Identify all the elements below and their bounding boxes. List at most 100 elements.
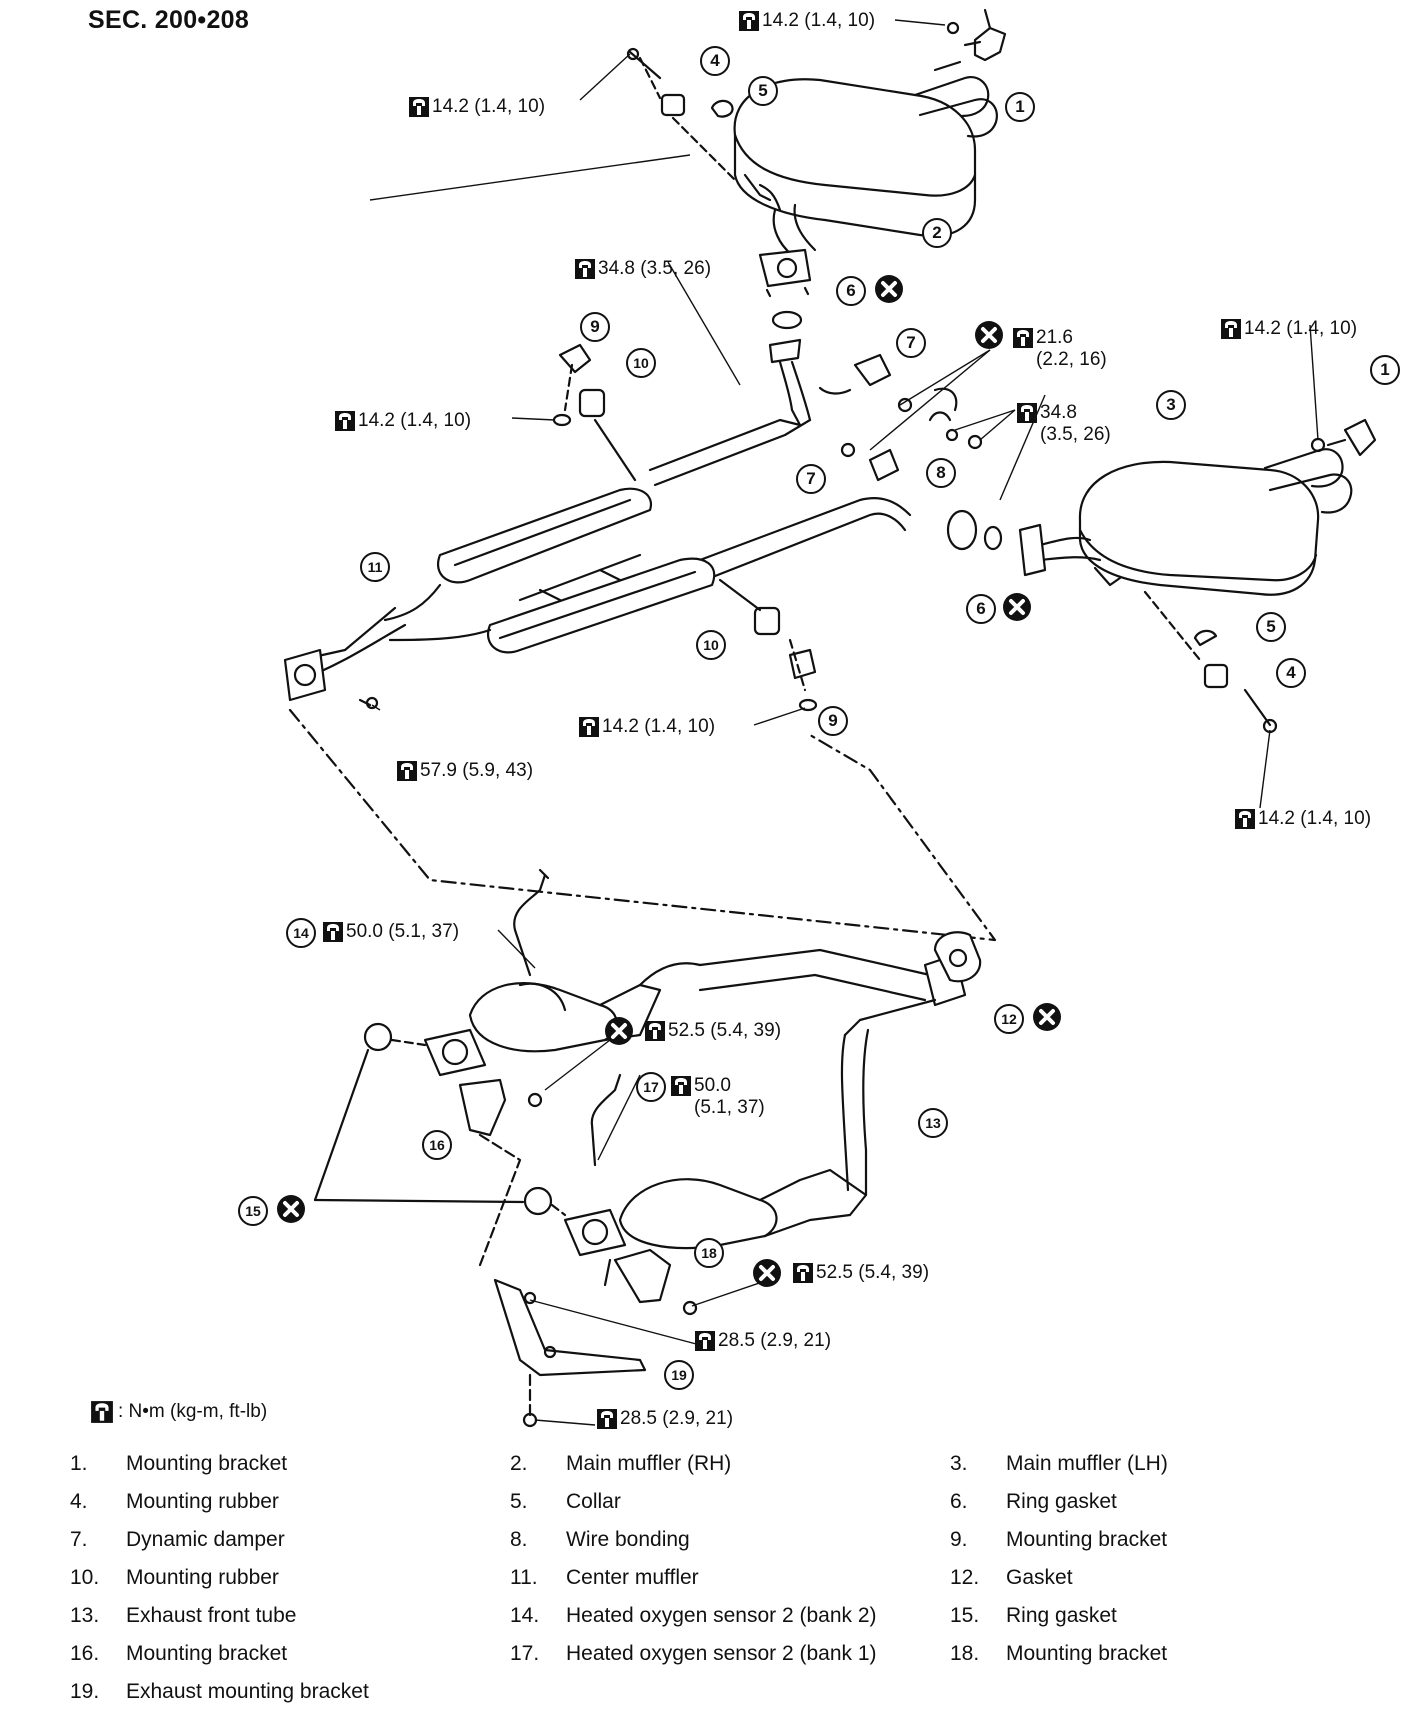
legend-label: Mounting bracket [1006,1642,1168,1665]
legend-number: 3. [950,1452,968,1475]
legend-label: Exhaust front tube [126,1604,297,1627]
torque-wrench-icon [322,921,344,943]
torque-wrench-icon [1220,318,1242,340]
callout: 3 [1156,390,1186,420]
main-muffler-lh [1018,448,1353,596]
callout: 5 [1256,612,1286,642]
legend-item: 8.Wire bonding [510,1524,950,1556]
legend-label: Wire bonding [566,1528,690,1551]
torque-wrench-icon [670,1075,692,1097]
legend-number: 17. [510,1642,540,1665]
legend-label: Mounting rubber [126,1490,279,1513]
torque-value: 14.2 (1.4, 10) [1244,318,1358,339]
torque-spec: 21.6(2.2, 16) [1012,327,1107,371]
legend-number: 13. [70,1604,100,1627]
torque-wrench-icon [408,96,430,118]
torque-value: 14.2 (1.4, 10) [432,96,546,117]
legend-label: Heated oxygen sensor 2 (bank 2) [566,1604,877,1627]
legend-item: 1.Mounting bracket [70,1448,510,1480]
legend-item: 5.Collar [510,1486,950,1518]
legend-item: 19. Exhaust mounting bracket [70,1676,510,1708]
torque-value: (2.2, 16) [1036,349,1107,370]
do-not-reuse-icon [1002,592,1032,622]
torque-spec: 52.5 (5.4, 39) [792,1262,929,1284]
torque-spec: 34.8 (3.5, 26) [574,258,711,280]
legend-number: 18. [950,1642,980,1665]
legend-number: 2. [510,1452,528,1475]
callout: 9 [580,312,610,342]
callout: 1 [1370,355,1400,385]
callout: 10 [696,630,726,660]
callout: 19 [664,1360,694,1390]
callout: 2 [922,218,952,248]
callout: 4 [700,46,730,76]
legend-item: 10.Mounting rubber [70,1562,510,1594]
torque-value: 14.2 (1.4, 10) [358,410,472,431]
legend-number: 15. [950,1604,980,1627]
torque-spec: 14.2 (1.4, 10) [578,716,715,738]
torque-wrench-icon [644,1020,666,1042]
section-title: SEC. 200•208 [88,6,250,34]
legend-label: Mounting bracket [126,1642,288,1665]
callout: 11 [360,552,390,582]
torque-wrench-icon [738,10,760,32]
legend-number: 7. [70,1528,88,1551]
legend-item: 16. Mounting bracket [70,1638,510,1670]
torque-wrench-icon [334,410,356,432]
do-not-reuse-icon [604,1016,634,1046]
torque-value: 52.5 (5.4, 39) [816,1262,930,1283]
legend-number: 9. [950,1528,968,1551]
legend-label: Main muffler (RH) [566,1452,732,1475]
torque-wrench-icon [90,1400,114,1424]
callout: 5 [748,76,778,106]
legend-label: Collar [566,1490,621,1513]
torque-spec: 14.2 (1.4, 10) [334,410,471,432]
callout: 8 [926,458,956,488]
mounting-bracket-1a [946,8,1007,62]
legend-label: Ring gasket [1006,1604,1117,1627]
callout: 17 [636,1072,666,1102]
legend-number: 6. [950,1490,968,1513]
legend-label: Exhaust mounting bracket [126,1680,369,1703]
torque-value: 21.6 [1036,327,1073,348]
torque-value: 28.5 (2.9, 21) [620,1408,734,1429]
callout: 15 [238,1196,268,1226]
torque-value: 14.2 (1.4, 10) [1258,808,1372,829]
torque-value: 50.0 (5.1, 37) [346,921,460,942]
torque-value: 14.2 (1.4, 10) [762,10,876,31]
unit-note: : N•m (kg-m, ft-lb) [90,1400,267,1424]
torque-spec: 28.5 (2.9, 21) [596,1408,733,1430]
torque-wrench-icon [574,258,596,280]
callout: 4 [1276,658,1306,688]
callout: 14 [286,918,316,948]
torque-spec: 14.2 (1.4, 10) [738,10,875,32]
torque-wrench-icon [578,716,600,738]
torque-value: 34.8 [1040,402,1077,423]
legend-item: 9.Mounting bracket [950,1524,1390,1556]
torque-value: 52.5 (5.4, 39) [668,1020,782,1041]
legend-item: 7. Dynamic damper [70,1524,510,1556]
legend-item: 14. Heated oxygen sensor 2 (bank 2) [510,1600,950,1632]
legend-item: 18. Mounting bracket [950,1638,1390,1670]
legend-label: Main muffler (LH) [1006,1452,1168,1475]
legend-number: 19. [70,1680,100,1703]
do-not-reuse-icon [1032,1002,1062,1032]
legend-number: 11. [510,1566,538,1589]
main-muffler-rh [733,60,998,288]
torque-spec: 50.0(5.1, 37) [670,1075,765,1119]
legend-number: 4. [70,1490,88,1513]
torque-wrench-icon [792,1262,814,1284]
torque-wrench-icon [596,1408,618,1430]
legend-number: 14. [510,1604,540,1627]
torque-wrench-icon [1234,808,1256,830]
legend-number: 16. [70,1642,100,1665]
torque-spec: 50.0 (5.1, 37) [322,921,459,943]
legend-label: Dynamic damper [126,1528,285,1551]
torque-value: 57.9 (5.9, 43) [420,760,534,781]
do-not-reuse-icon [974,320,1004,350]
legend-number: 10. [70,1566,100,1589]
legend-item: 12.Gasket [950,1562,1390,1594]
callout: 7 [896,328,926,358]
